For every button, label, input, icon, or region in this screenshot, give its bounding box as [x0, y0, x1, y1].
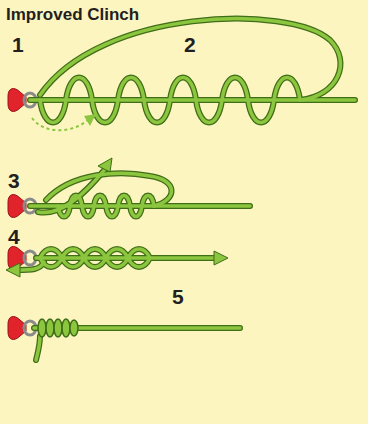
step-number: 1: [12, 34, 24, 55]
step-number: 3: [8, 170, 20, 191]
step-number: 5: [172, 286, 184, 307]
hook-eye: [8, 89, 26, 340]
knot-coils: [38, 319, 78, 337]
diagram-title: Improved Clinch: [6, 6, 139, 23]
step-number: 2: [184, 34, 196, 55]
arrowhead: [214, 251, 228, 265]
fishing-line-outline: [16, 19, 355, 360]
fishing-line: [16, 19, 355, 360]
hook-ring: [24, 93, 36, 335]
guide-arrow: [32, 118, 88, 130]
arrowhead: [6, 263, 20, 277]
arrowhead: [84, 114, 96, 126]
arrowhead: [98, 158, 112, 172]
step-number: 4: [8, 226, 20, 247]
